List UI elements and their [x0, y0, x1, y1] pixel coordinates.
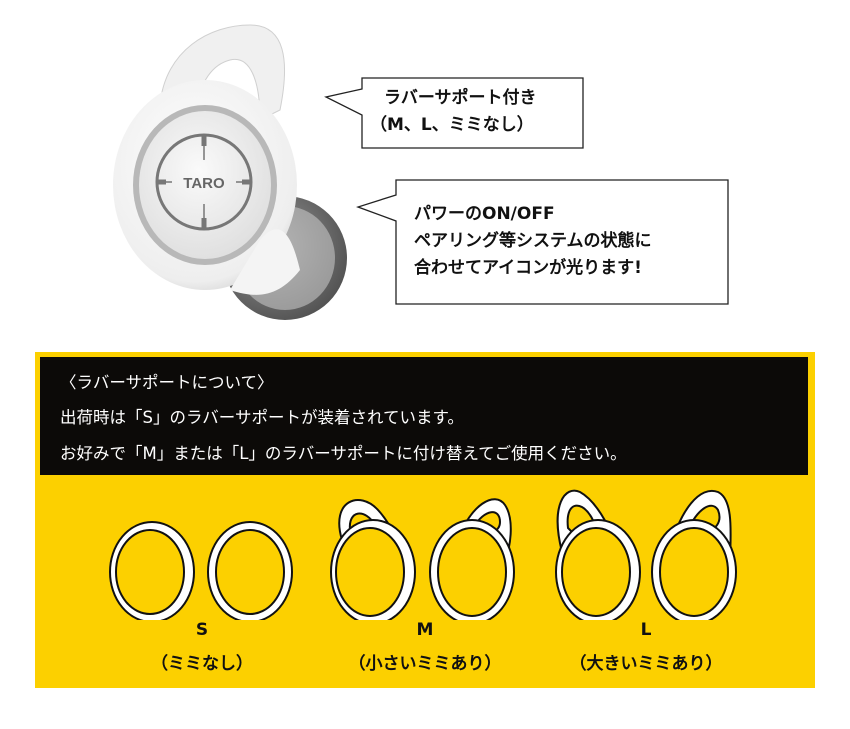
earbud-image: TARO — [113, 24, 347, 320]
callout-line: 合わせてアイコンが光ります! — [414, 258, 642, 278]
callout-line: （M、L、ミミなし） — [370, 115, 534, 135]
support-l-right — [651, 489, 737, 620]
size-desc-s: （ミミなし） — [151, 654, 253, 674]
support-m-left — [330, 499, 416, 620]
support-s-right — [207, 521, 293, 620]
support-l-left — [555, 489, 641, 620]
size-label-l: L — [640, 620, 652, 640]
size-label-s: S — [195, 620, 209, 640]
info-box: 〈ラバーサポートについて〉 出荷時は「S」のラバーサポートが装着されています。 … — [40, 357, 808, 475]
size-desc-l: （大きいミミあり） — [569, 654, 723, 674]
size-label-m: M — [416, 620, 434, 640]
support-m-right — [429, 498, 515, 620]
callout-line: パワーのON/OFF — [414, 204, 555, 224]
callout-power-led: パワーのON/OFF ペアリング等システムの状態に 合わせてアイコンが光ります! — [356, 179, 731, 307]
callout-rubber-support: ラバーサポート付き （M、L、ミミなし） — [324, 77, 586, 151]
info-line-2: お好みで「M」または「L」のラバーサポートに付け替えてご使用ください。 — [60, 444, 627, 463]
brand-logo: TARO — [183, 175, 225, 192]
info-line-1: 出荷時は「S」のラバーサポートが装着されています。 — [60, 408, 464, 427]
size-desc-m: （小さいミミあり） — [348, 654, 502, 674]
support-s-left — [109, 521, 195, 620]
callout-line: ラバーサポート付き — [384, 88, 537, 108]
callout-line: ペアリング等システムの状態に — [414, 231, 652, 251]
rubber-support-illustrations — [109, 489, 737, 620]
info-heading: 〈ラバーサポートについて〉 — [60, 373, 274, 392]
